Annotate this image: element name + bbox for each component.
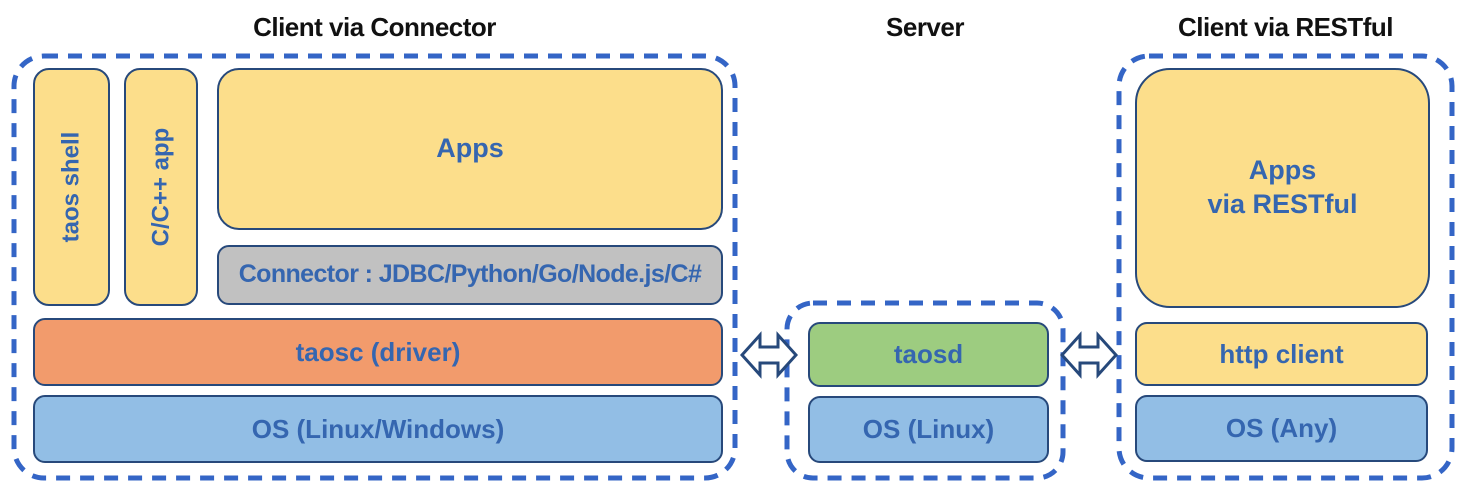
apps-restful-box: Apps via RESTful (1135, 68, 1430, 308)
os-server-box: OS (Linux) (808, 396, 1049, 463)
double-arrow-shape-left (740, 331, 798, 379)
double-arrow-icon (740, 331, 798, 379)
taosd-box: taosd (808, 322, 1049, 387)
client-restful-title: Client via RESTful (1178, 12, 1393, 42)
cpp-app-label: C/C++ app (147, 127, 175, 247)
client-restful-group-border (1116, 53, 1455, 481)
http-client-box: http client (1135, 322, 1428, 386)
taos-shell-label: taos shell (57, 131, 85, 243)
connector-box: Connector : JDBC/Python/Go/Node.js/C# (217, 245, 723, 305)
server-title: Server (886, 12, 964, 42)
double-arrow-shape-right (1060, 331, 1118, 379)
client-connector-title: Client via Connector (253, 12, 496, 42)
server-group-border (784, 300, 1066, 481)
double-arrow-icon (1060, 331, 1118, 379)
os-any-box: OS (Any) (1135, 395, 1428, 462)
client-connector-group-border (11, 53, 738, 481)
taos-shell-box: taos shell (33, 68, 110, 306)
os-client-box: OS (Linux/Windows) (33, 395, 723, 463)
taosc-driver-box: taosc (driver) (33, 318, 723, 386)
cpp-app-box: C/C++ app (124, 68, 198, 306)
apps-box: Apps (217, 68, 723, 230)
